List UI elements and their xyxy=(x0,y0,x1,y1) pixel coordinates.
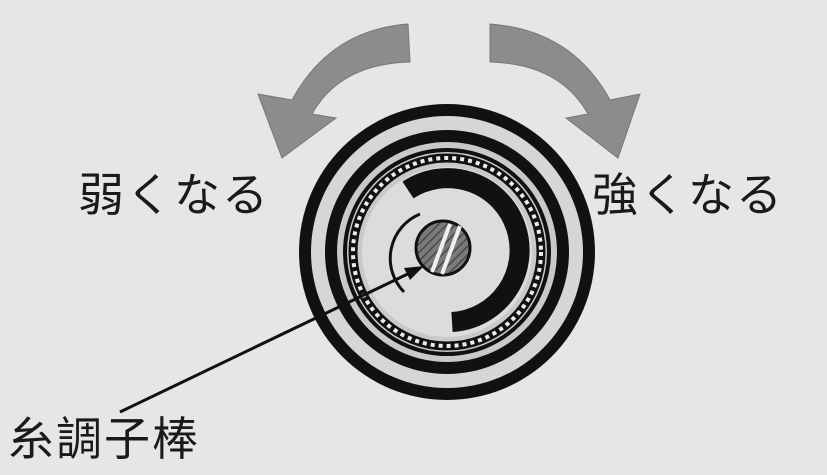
curved-arrow-counterclockwise-icon xyxy=(257,23,411,159)
weaker-label: 弱くなる xyxy=(78,168,270,222)
slotted-screw-icon xyxy=(414,219,472,277)
leader-line xyxy=(119,266,424,414)
thread-tension-rod-label: 糸調子棒 xyxy=(8,412,200,466)
curved-arrow-clockwise-icon xyxy=(489,23,641,159)
stronger-label: 強くなる xyxy=(592,168,784,222)
